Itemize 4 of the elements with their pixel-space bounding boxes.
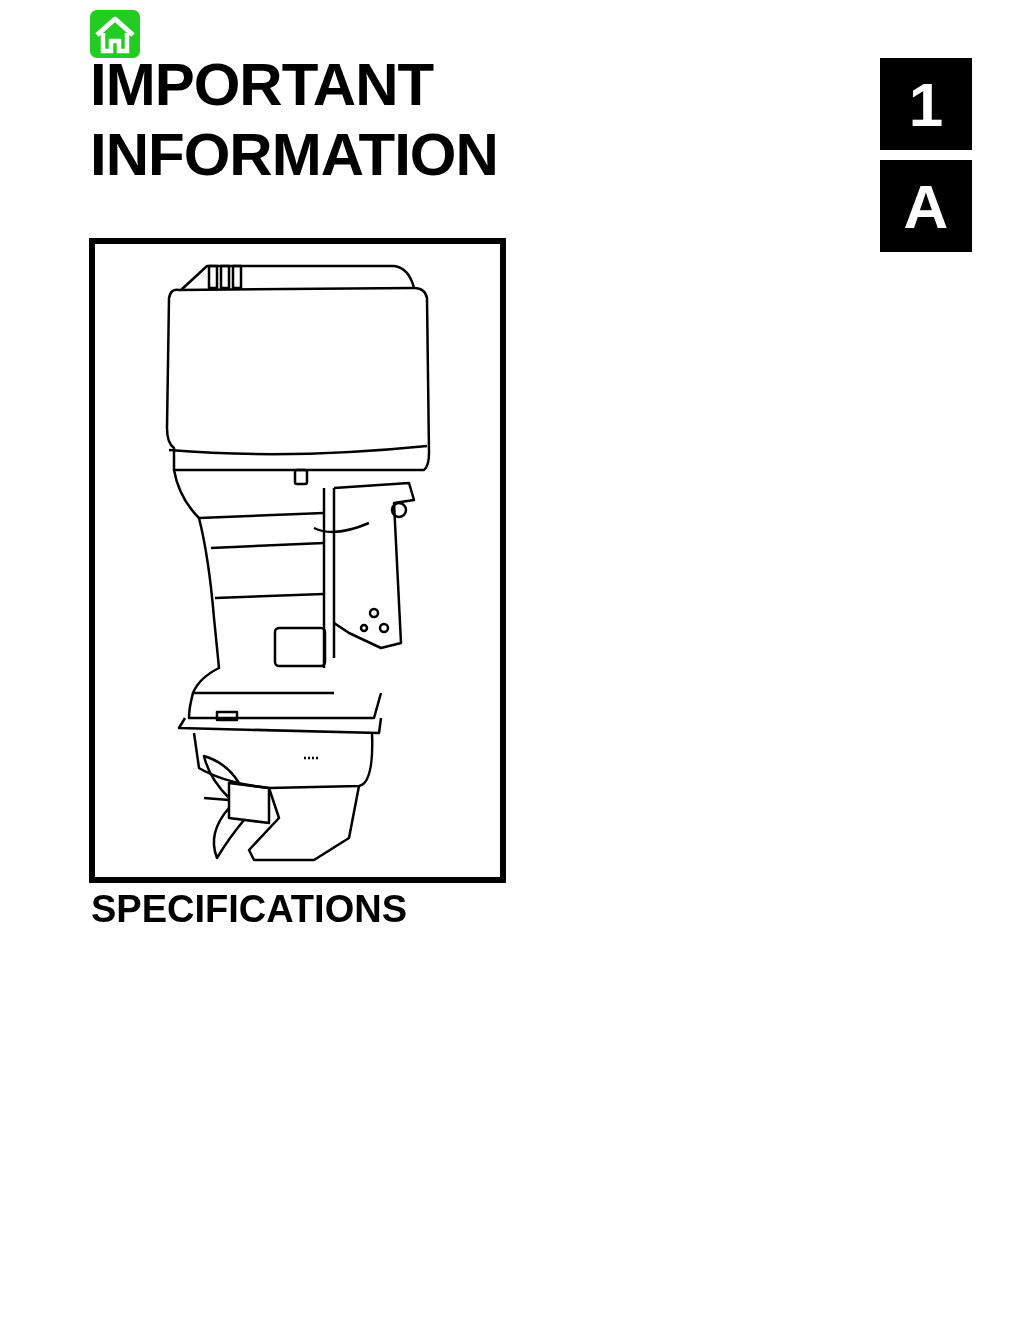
chapter-tab: 1 — [880, 58, 972, 150]
figure-caption: SPECIFICATIONS — [91, 888, 407, 931]
page-title: IMPORTANT INFORMATION — [90, 50, 499, 190]
chapter-tab: A — [880, 160, 972, 252]
